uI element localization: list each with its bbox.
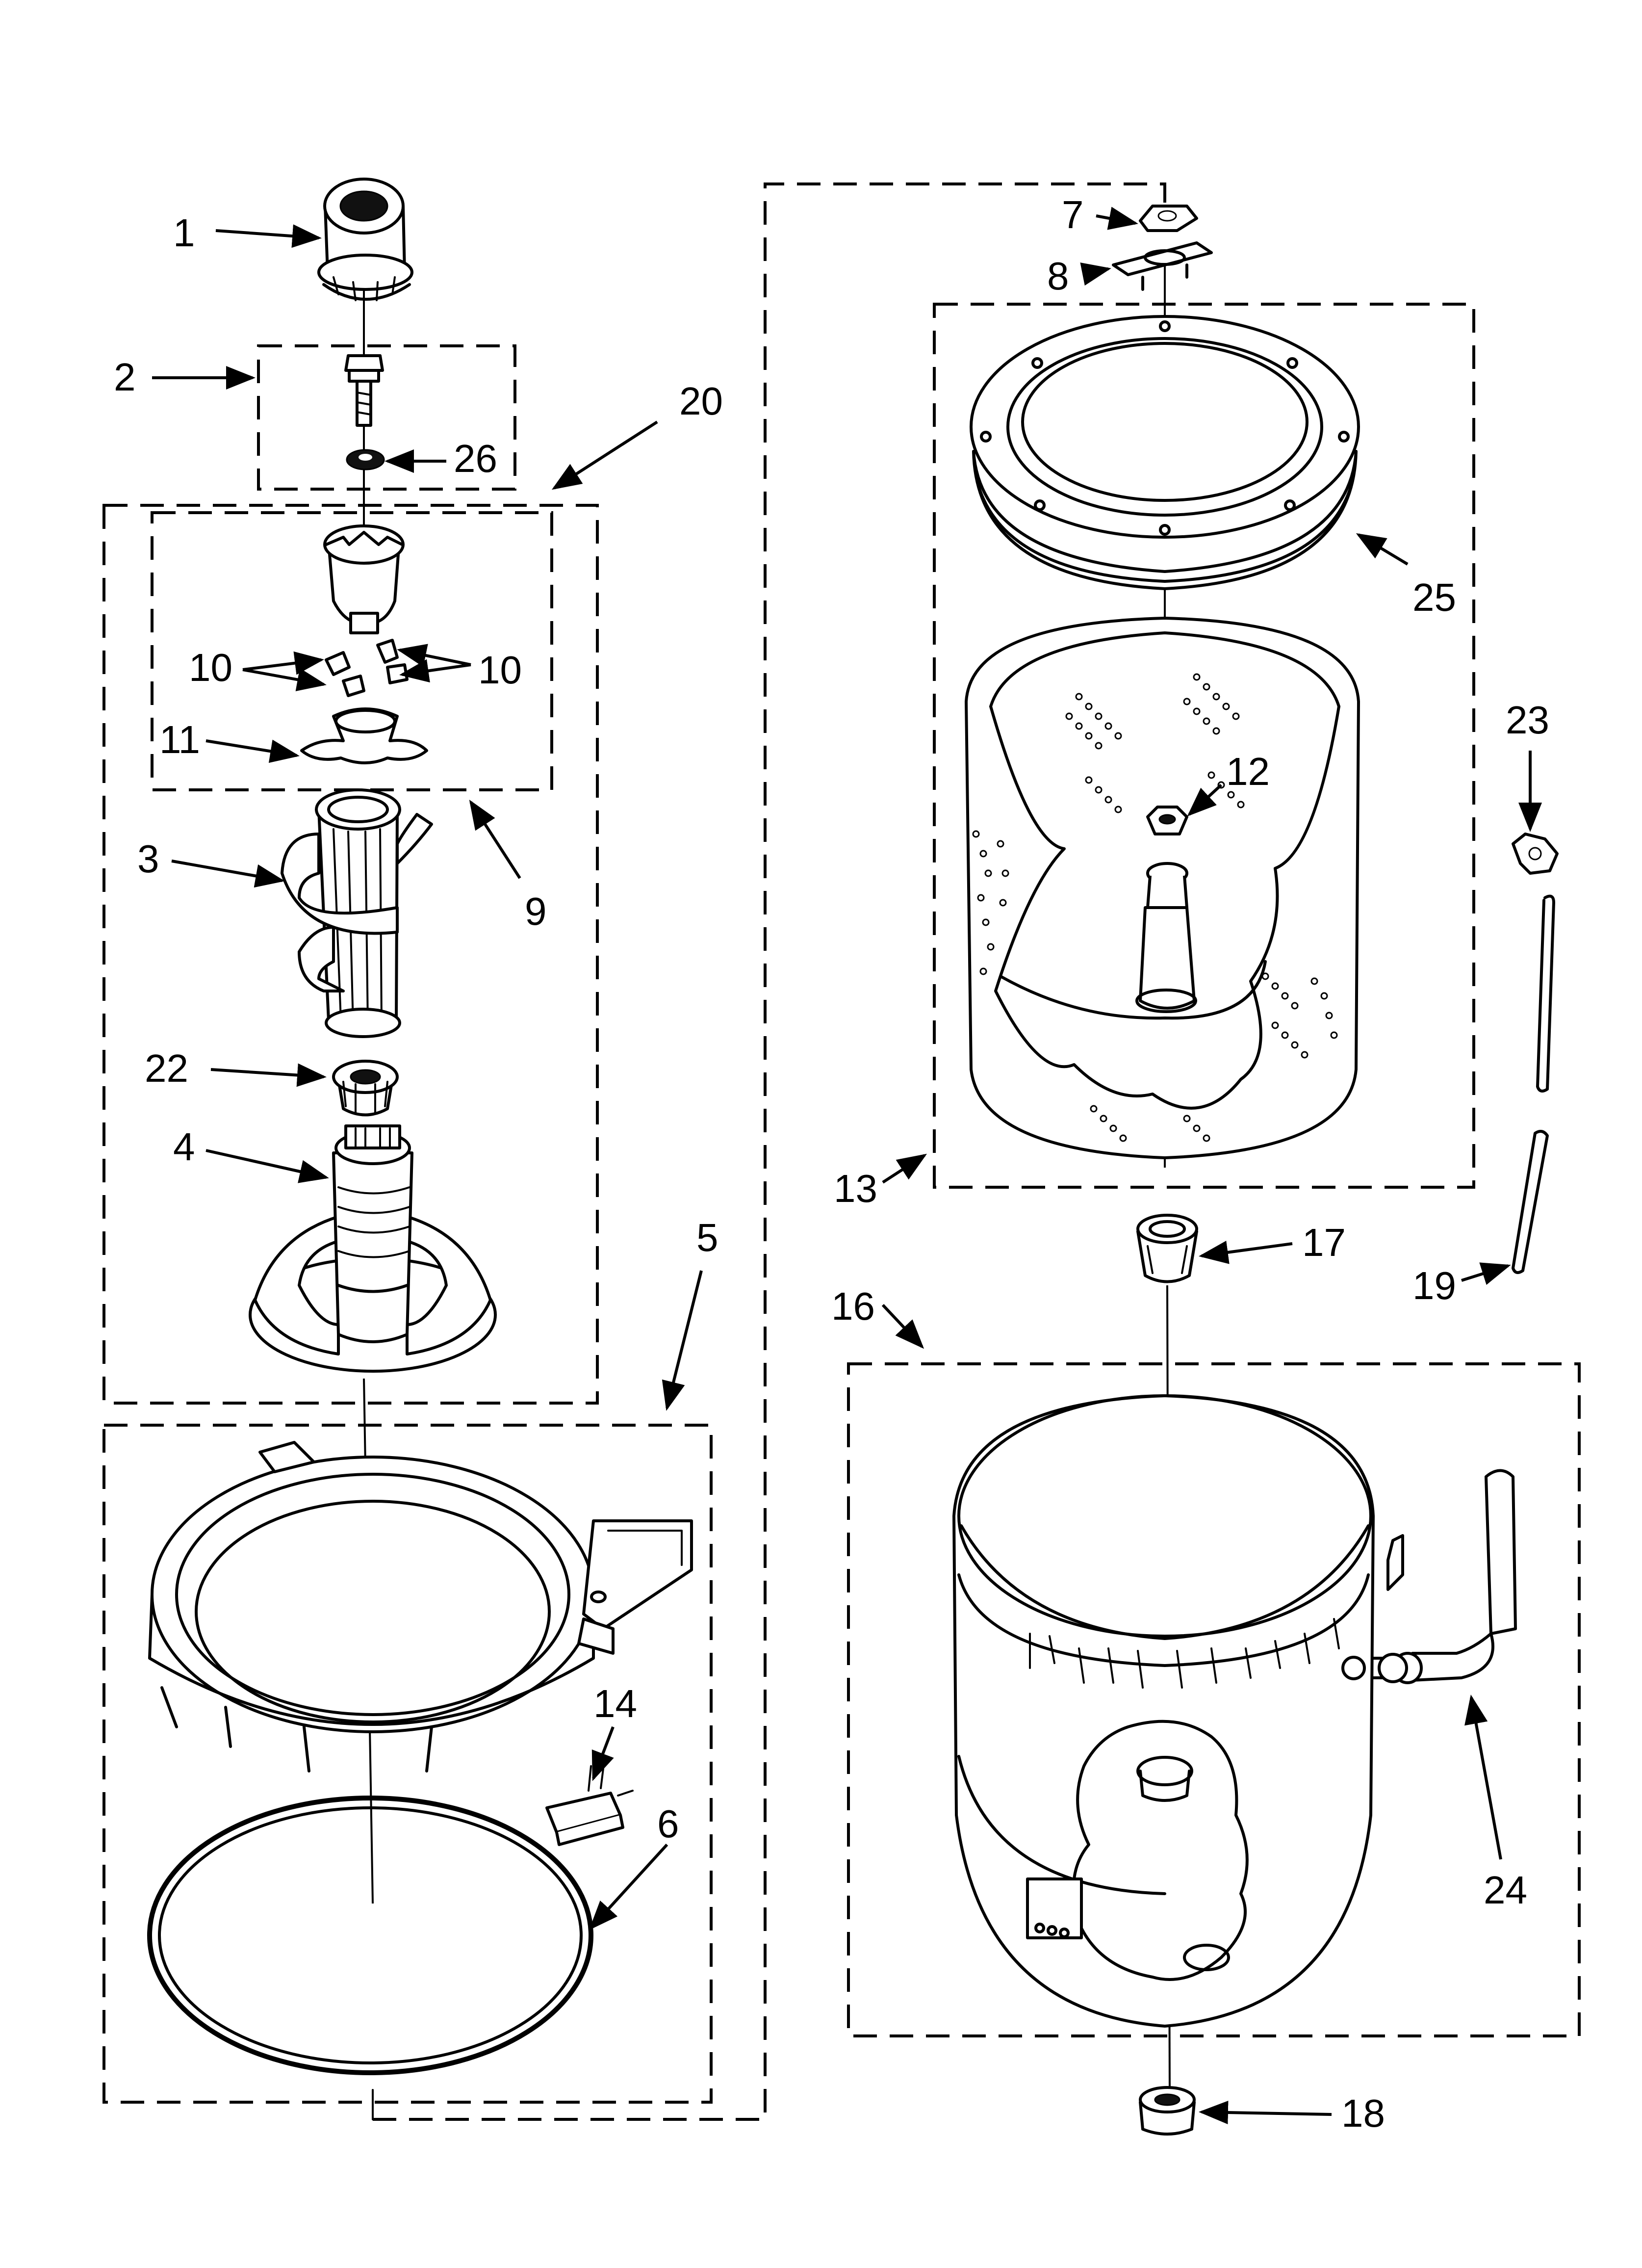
callout-1: 1 (173, 211, 195, 255)
callout-7: 7 (1062, 193, 1084, 236)
callout-22: 22 (145, 1046, 188, 1090)
callout-26: 26 (454, 437, 497, 480)
callout-2: 2 (114, 355, 136, 399)
leader-arrows (152, 207, 1542, 2125)
callout-5: 5 (696, 1216, 718, 1259)
part-19-hose (1512, 894, 1555, 1274)
part-5-tub-ring (148, 1441, 693, 1773)
callout-20: 20 (679, 379, 723, 423)
part-13-basket (965, 617, 1360, 1159)
group-box-20 (103, 504, 599, 1405)
part-22-bearing (332, 1060, 399, 1117)
part-1-agitator-cap (317, 178, 413, 301)
callout-16: 16 (831, 1284, 875, 1328)
callout-3: 3 (137, 837, 159, 881)
part-17-bushing (1136, 1214, 1198, 1283)
part-7-clip (1139, 205, 1198, 232)
part-6-gasket (147, 1796, 593, 2075)
part-3-agitator-auger (281, 788, 433, 1038)
callout-25: 25 (1412, 575, 1456, 619)
callout-labels: 1 2 26 20 10 10 11 9 3 22 4 5 6 14 7 8 2… (114, 193, 1549, 2135)
callout-14: 14 (593, 1682, 637, 1725)
assembly-connector-line (372, 182, 1166, 2121)
group-box-16 (847, 1362, 1581, 2037)
callout-24: 24 (1484, 1868, 1527, 1912)
callout-11: 11 (159, 718, 200, 761)
part-24-drain-hose (1372, 1469, 1517, 1684)
callout-9: 9 (525, 889, 547, 933)
group-box-13 (933, 303, 1475, 1189)
callout-10-right: 10 (478, 648, 522, 692)
part-9-dog-ears (300, 524, 428, 764)
callout-4: 4 (173, 1125, 195, 1169)
group-box-5 (103, 1424, 713, 2104)
part-16-outer-tub (952, 1394, 1404, 2028)
part-18-plug (1139, 2086, 1196, 2136)
callout-13: 13 (834, 1167, 877, 1210)
part-12-nut (1146, 806, 1188, 835)
part-2-bolt (344, 354, 384, 427)
part-26-washer (346, 449, 385, 470)
callout-23: 23 (1506, 698, 1549, 742)
callout-18: 18 (1341, 2091, 1385, 2135)
part-25-balance-ring (970, 315, 1360, 590)
callout-6: 6 (657, 1802, 679, 1846)
group-box-2 (257, 344, 516, 491)
part-4-agitator-base (249, 1124, 497, 1373)
part-14-switch (545, 1765, 634, 1846)
callout-10-left: 10 (189, 646, 232, 689)
callout-12: 12 (1226, 750, 1270, 793)
callout-19: 19 (1412, 1264, 1456, 1307)
part-23-hose-clip (1512, 833, 1559, 875)
callout-8: 8 (1047, 254, 1069, 298)
part-8-bracket (1112, 241, 1213, 291)
callout-17: 17 (1302, 1221, 1346, 1264)
